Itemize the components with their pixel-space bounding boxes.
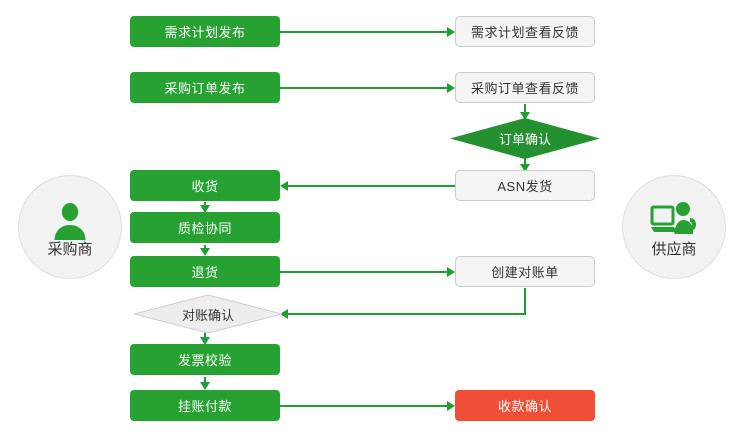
node-payment-confirm[interactable]: 收款确认: [455, 390, 595, 421]
node-statement-confirm[interactable]: 对账确认: [134, 295, 282, 333]
node-label: 质检协同: [177, 221, 232, 236]
node-label: ASN发货: [497, 179, 553, 194]
node-po-publish[interactable]: 采购订单发布: [130, 72, 280, 103]
node-label: 创建对账单: [491, 265, 559, 280]
node-label: 需求计划查看反馈: [470, 25, 579, 40]
person-at-computer-icon: [650, 197, 698, 241]
node-label: 收款确认: [497, 399, 552, 414]
edge-po-confirm-arrow: [520, 112, 530, 120]
edge-confirm-invoice-arrow: [200, 337, 210, 345]
edge-return-statement-arrow: [447, 267, 455, 277]
edge-payment-receipt-arrow: [447, 401, 455, 411]
edge-asn-receive: [288, 185, 455, 187]
node-label: 退货: [191, 265, 219, 280]
edge-demand-plan: [279, 31, 447, 33]
edge-confirm-asn: [524, 158, 526, 168]
node-demand-plan-feedback[interactable]: 需求计划查看反馈: [455, 16, 595, 47]
edge-receive-quality-arrow: [200, 205, 210, 213]
edge-confirm-invoice: [204, 331, 206, 340]
edge-payment-receipt: [279, 405, 447, 407]
node-po-feedback[interactable]: 采购订单查看反馈: [455, 72, 595, 103]
edge-po-publish: [279, 87, 447, 89]
actor-supplier: 供应商: [622, 175, 726, 279]
edge-po-publish-arrow: [447, 83, 455, 93]
node-label: 订单确认: [498, 132, 551, 147]
edge-quality-return-arrow: [200, 248, 210, 256]
node-create-statement[interactable]: 创建对账单: [455, 256, 595, 287]
edge-invoice-payment: [204, 377, 206, 385]
edge-po-confirm: [524, 104, 526, 115]
node-payable-payment[interactable]: 挂账付款: [130, 390, 280, 421]
node-asn-ship[interactable]: ASN发货: [455, 170, 595, 201]
actor-buyer-label: 采购商: [47, 241, 93, 258]
node-return-goods[interactable]: 退货: [130, 256, 280, 287]
node-label: 采购订单发布: [164, 81, 246, 96]
person-icon: [46, 197, 94, 241]
node-quality-collab[interactable]: 质检协同: [130, 212, 280, 243]
node-label: 采购订单查看反馈: [470, 81, 579, 96]
node-label: 收货: [191, 179, 219, 194]
edge-invoice-payment-arrow: [200, 382, 210, 390]
edge-confirm-asn-arrow: [520, 164, 530, 172]
actor-buyer: 采购商: [18, 175, 122, 279]
edge-statement-confirm-arrow: [280, 309, 288, 319]
edge-statement-confirm-v: [524, 288, 526, 315]
node-label: 对账确认: [181, 307, 234, 323]
edge-demand-plan-arrow: [447, 27, 455, 37]
node-receive-goods[interactable]: 收货: [130, 170, 280, 201]
actor-supplier-label: 供应商: [651, 241, 697, 258]
node-order-confirm[interactable]: 订单确认: [450, 118, 600, 159]
edge-asn-receive-arrow: [280, 181, 288, 191]
node-demand-plan-publish[interactable]: 需求计划发布: [130, 16, 280, 47]
node-label: 挂账付款: [177, 399, 232, 414]
edge-return-statement: [279, 271, 447, 273]
node-invoice-verify[interactable]: 发票校验: [130, 344, 280, 375]
node-label: 需求计划发布: [164, 25, 246, 40]
edge-statement-confirm-h: [288, 313, 526, 315]
node-label: 发票校验: [177, 353, 232, 368]
